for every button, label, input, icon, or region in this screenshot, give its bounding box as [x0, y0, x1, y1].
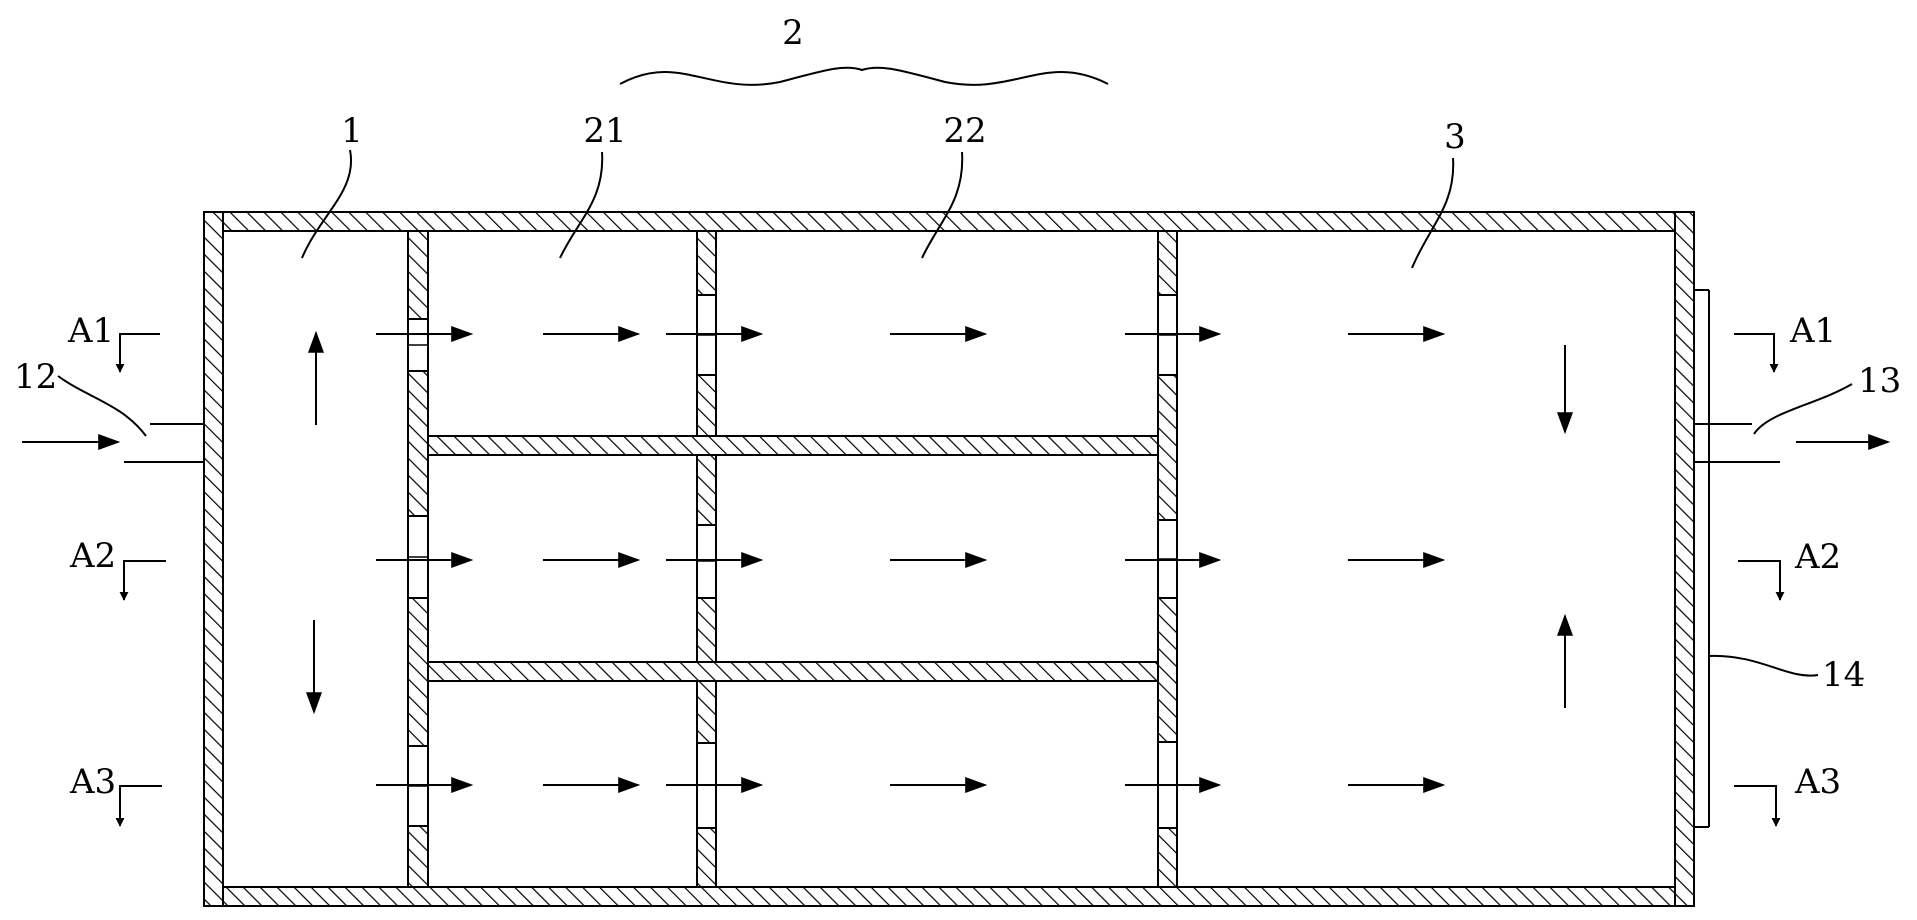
- label-21: 21: [583, 111, 626, 151]
- section-label-a2-right: A2: [1794, 537, 1841, 577]
- perforated-partition-3: [1157, 230, 1178, 888]
- section-label-a3-right: A3: [1794, 762, 1841, 802]
- label-3: 3: [1444, 117, 1466, 157]
- leader-14: [1708, 654, 1819, 677]
- outer-wall: [203, 211, 1695, 907]
- leader-1: [301, 149, 353, 259]
- horizontal-dividers: [427, 435, 1159, 682]
- outlet-pipe: [1694, 423, 1780, 463]
- section-label-a1-right: A1: [1789, 311, 1836, 351]
- section-label-a1-left: A1: [67, 311, 114, 351]
- section-label-a3-left: A3: [69, 762, 116, 802]
- side-plate: [1694, 289, 1710, 828]
- leader-22: [921, 151, 964, 259]
- perforated-partition-1: [407, 230, 429, 888]
- leader-3: [1411, 157, 1455, 269]
- group-brace: [619, 66, 1109, 86]
- section-marker-a1-right: A1: [1734, 311, 1836, 373]
- section-marker-a3-right: A3: [1734, 762, 1841, 827]
- label-14: 14: [1822, 655, 1865, 695]
- section-marker-a2-left: A2: [69, 536, 166, 601]
- leader-21: [559, 151, 604, 259]
- section-marker-a2-right: A2: [1738, 537, 1841, 601]
- inlet-pipe: [124, 423, 204, 463]
- section-marker-a3-left: A3: [69, 762, 162, 827]
- label-1: 1: [341, 111, 363, 151]
- perforated-partition-2: [696, 230, 717, 888]
- flow-arrows: [306, 326, 1573, 793]
- section-marker-a1-left: A1: [67, 311, 160, 373]
- leader-13: [1753, 383, 1853, 435]
- leader-12: [57, 375, 147, 437]
- section-label-a2-left: A2: [69, 536, 116, 576]
- label-12: 12: [14, 357, 57, 397]
- label-22: 22: [943, 111, 986, 151]
- label-2: 2: [782, 13, 804, 53]
- label-13: 13: [1858, 361, 1901, 401]
